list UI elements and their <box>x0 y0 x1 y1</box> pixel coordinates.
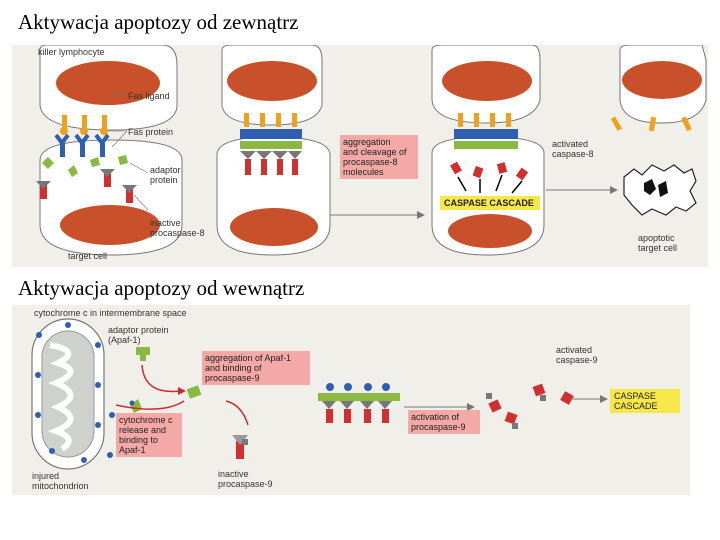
apoptotic-target-cell-label: apoptotic target cell <box>638 233 678 253</box>
stage2-receptor-cluster <box>240 113 302 175</box>
caspase-cascade-badge-top: CASPASE CASCADE <box>440 196 540 210</box>
internal-pathway-diagram <box>31 318 608 470</box>
injured-mitochondrion-label: injured mitochondrion <box>32 471 89 491</box>
activated-caspase9-molecules <box>486 383 574 429</box>
activation-procaspase9-box: activation of procaspase-9 <box>408 410 480 434</box>
cytochrome-release-box: cytochrome c release and binding to Apaf… <box>116 413 182 457</box>
stage1-fas-proteins <box>54 133 110 157</box>
activated-caspase8-label: activated caspase-8 <box>552 139 594 159</box>
inactive-procaspase8-label: inactive procaspase-8 <box>150 218 205 238</box>
fas-ligand-label: Fas ligand <box>128 91 170 101</box>
target-cell-label: target cell <box>68 251 108 261</box>
inactive-procaspase9-label: inactive procaspase-9 <box>218 469 273 489</box>
title-internal-apoptosis: Aktywacja apoptozy od wewnątrz <box>18 276 305 300</box>
inactive-procaspase9 <box>232 435 248 459</box>
stage1-fas-ligands <box>60 115 108 135</box>
stage3-killer-cell <box>431 45 541 124</box>
caspase-cascade-badge-bottom: CASPASE CASCADE <box>610 389 680 413</box>
stage4-apoptotic-cell <box>623 164 697 216</box>
aggregation-apaf1-box: aggregation of Apaf-1 and binding of pro… <box>202 351 310 385</box>
external-pathway-panel: killer lymphocyte Fas ligand Fas protein… <box>12 45 708 267</box>
stage1-adaptors-and-procaspases <box>36 155 137 203</box>
apaf1-adaptor <box>129 347 150 413</box>
stage2-target-cell <box>216 136 331 256</box>
apoptosome <box>186 383 400 423</box>
mitochondrion <box>31 318 105 470</box>
external-pathway-diagram <box>36 45 707 256</box>
cytochrome-intermembrane-label: cytochrome c in intermembrane space <box>34 308 187 318</box>
activated-caspase9-label: activated caspase-9 <box>556 345 598 365</box>
fas-protein-label: Fas protein <box>128 127 174 137</box>
stage1-killer-cell <box>39 45 178 131</box>
internal-pathway-panel: cytochrome c in intermembrane space adap… <box>12 305 690 495</box>
stage2-killer-cell <box>221 45 323 126</box>
killer-lymphocyte-label: killer lymphocyte <box>38 47 105 57</box>
title-external-apoptosis: Aktywacja apoptozy od zewnątrz <box>18 10 299 34</box>
adaptor-protein-label: adaptor protein <box>150 165 181 185</box>
stage3-active-caspases <box>450 113 529 194</box>
aggregation-procaspase8-box: aggregation and cleavage of procaspase-8… <box>340 135 418 179</box>
adaptor-protein-apaf1-label: adaptor protein (Apaf-1) <box>108 325 169 345</box>
stage4-killer-cell <box>610 45 707 132</box>
